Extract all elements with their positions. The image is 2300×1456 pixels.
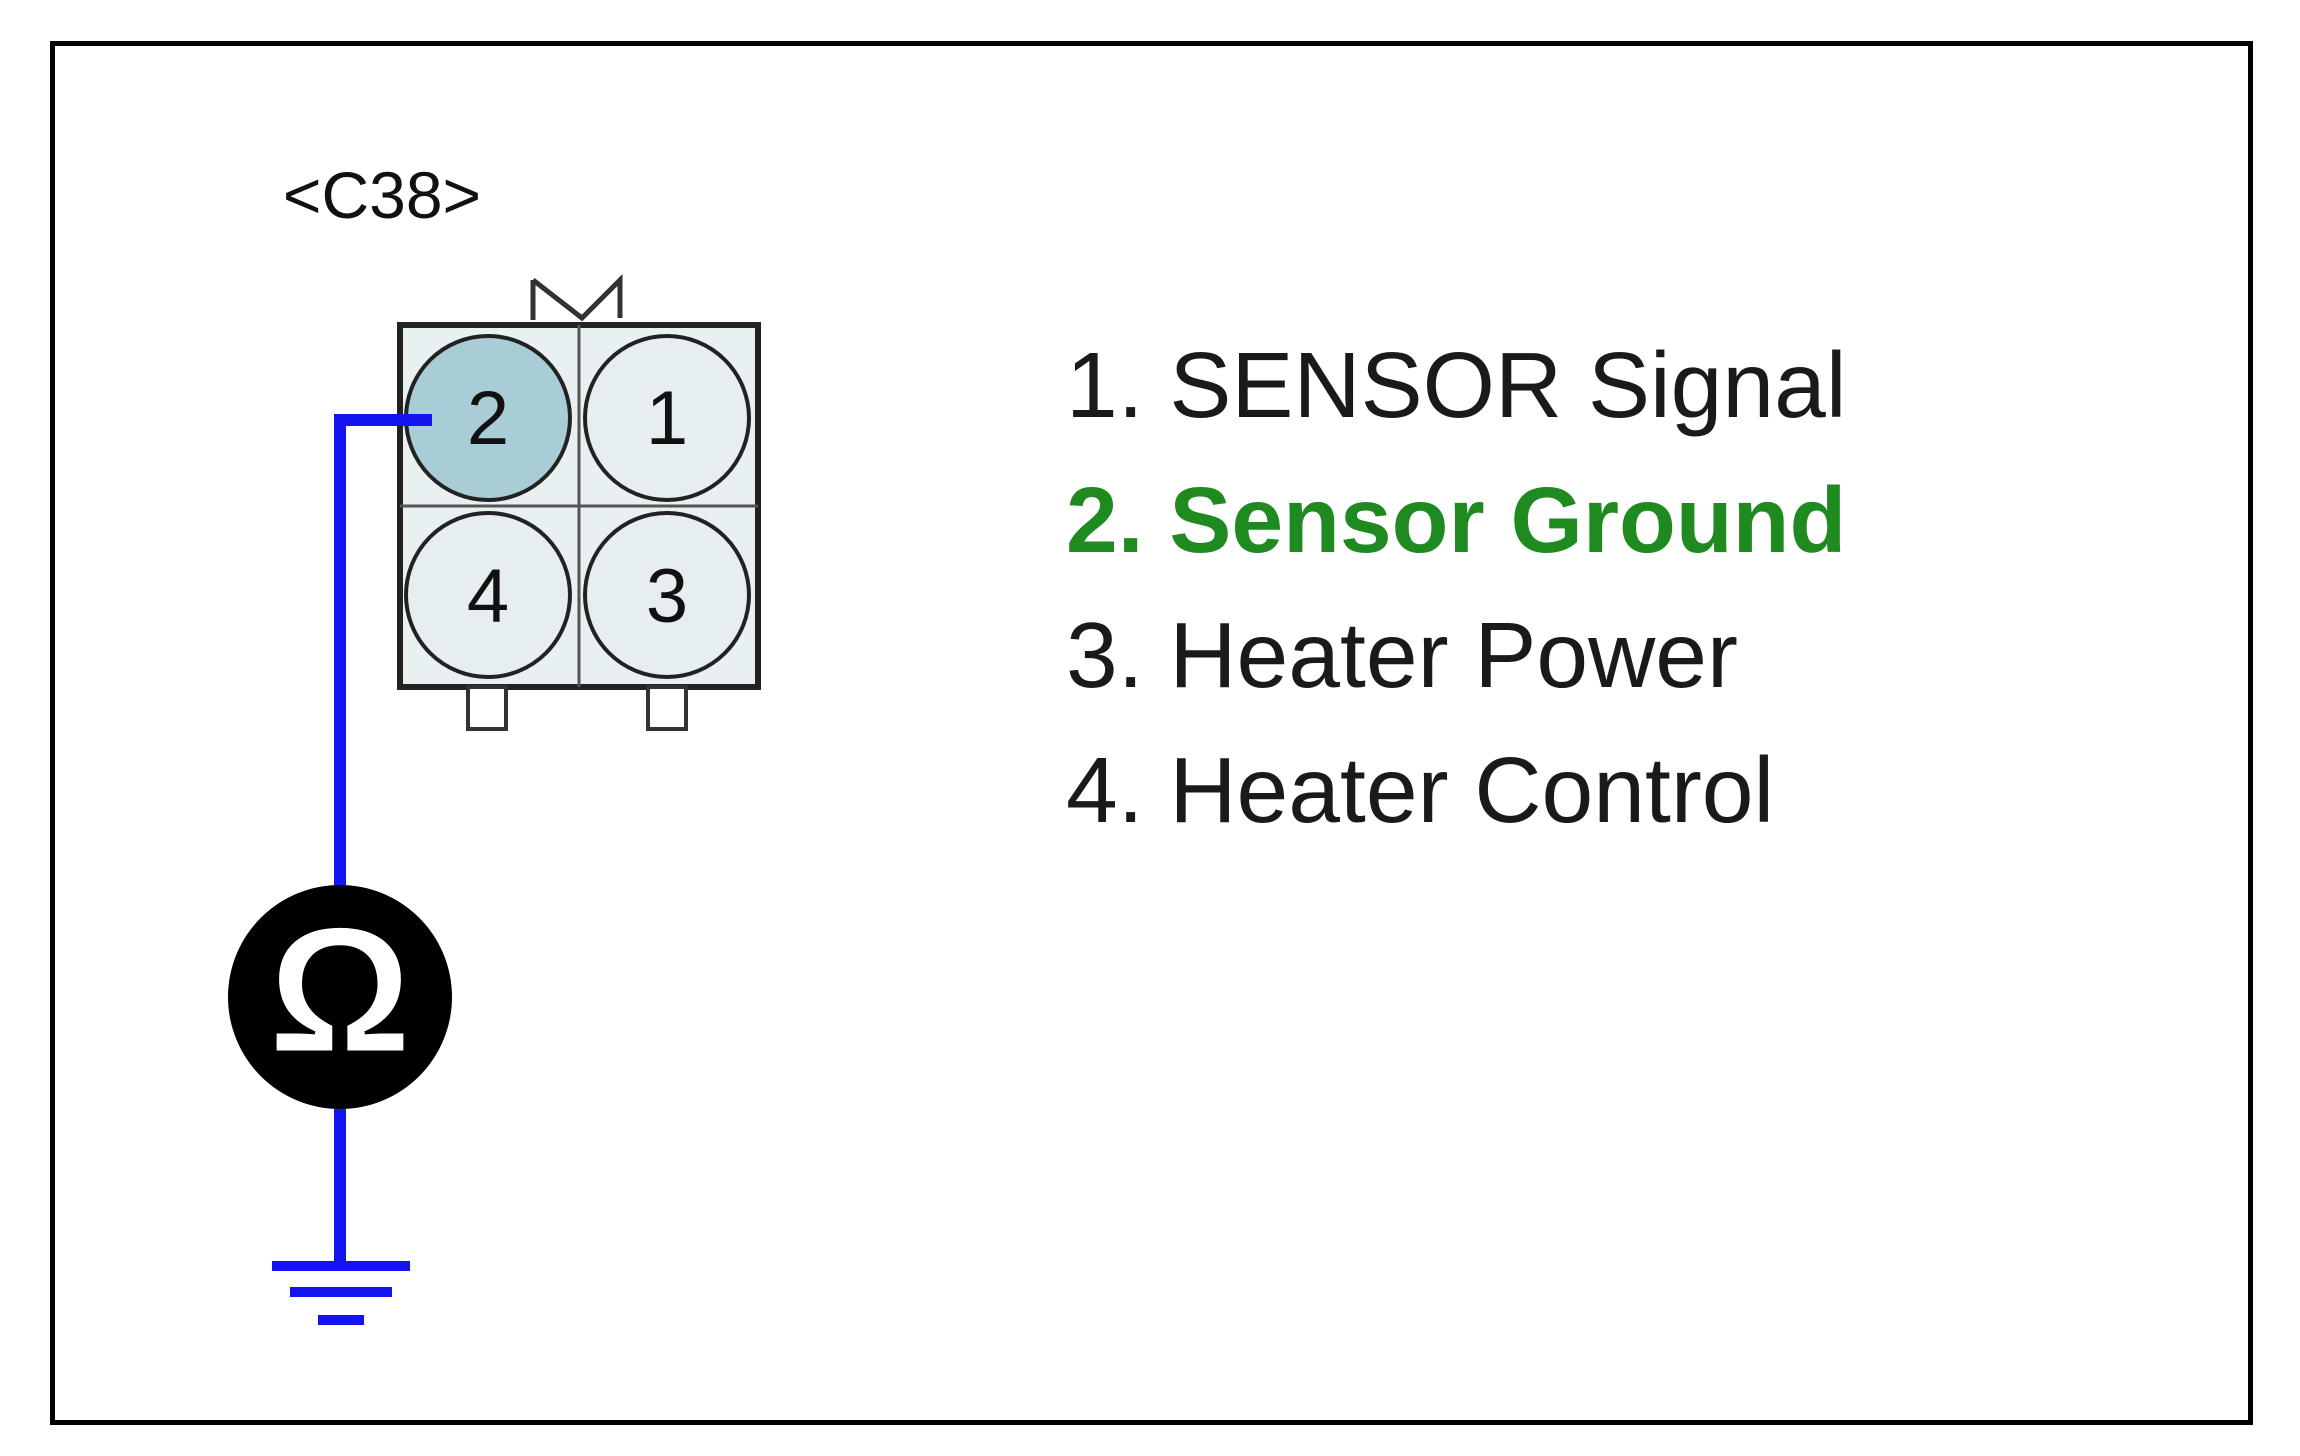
- pin-number: 2: [467, 376, 509, 461]
- connector-lock-tab: [531, 273, 623, 322]
- pin-legend: 1. SENSOR Signal 2. Sensor Ground 3. Hea…: [1066, 318, 1847, 858]
- pin-number: 4: [467, 554, 509, 639]
- ohmmeter-icon: Ω: [228, 885, 452, 1109]
- legend-item-sensor-ground: 2. Sensor Ground: [1066, 468, 1847, 572]
- ground-symbol-icon: [272, 1261, 410, 1325]
- diagram-frame: [50, 41, 2253, 1425]
- probe-wire-top: [334, 414, 432, 885]
- pin-number: 3: [646, 554, 688, 639]
- legend-item-sensor-signal: 1. SENSOR Signal: [1066, 333, 1847, 437]
- legend-item-heater-power: 3. Heater Power: [1066, 603, 1738, 707]
- pin-1: 1: [583, 334, 751, 502]
- connector-label: <C38>: [283, 158, 481, 232]
- pin-number: 1: [646, 376, 688, 461]
- pin-4: 4: [404, 511, 572, 679]
- legend-item-heater-control: 4. Heater Control: [1066, 738, 1775, 842]
- ohm-symbol: Ω: [268, 890, 412, 1091]
- pin-3: 3: [583, 511, 751, 679]
- terminal-tab-right: [646, 685, 688, 731]
- terminal-tab-left: [466, 685, 508, 731]
